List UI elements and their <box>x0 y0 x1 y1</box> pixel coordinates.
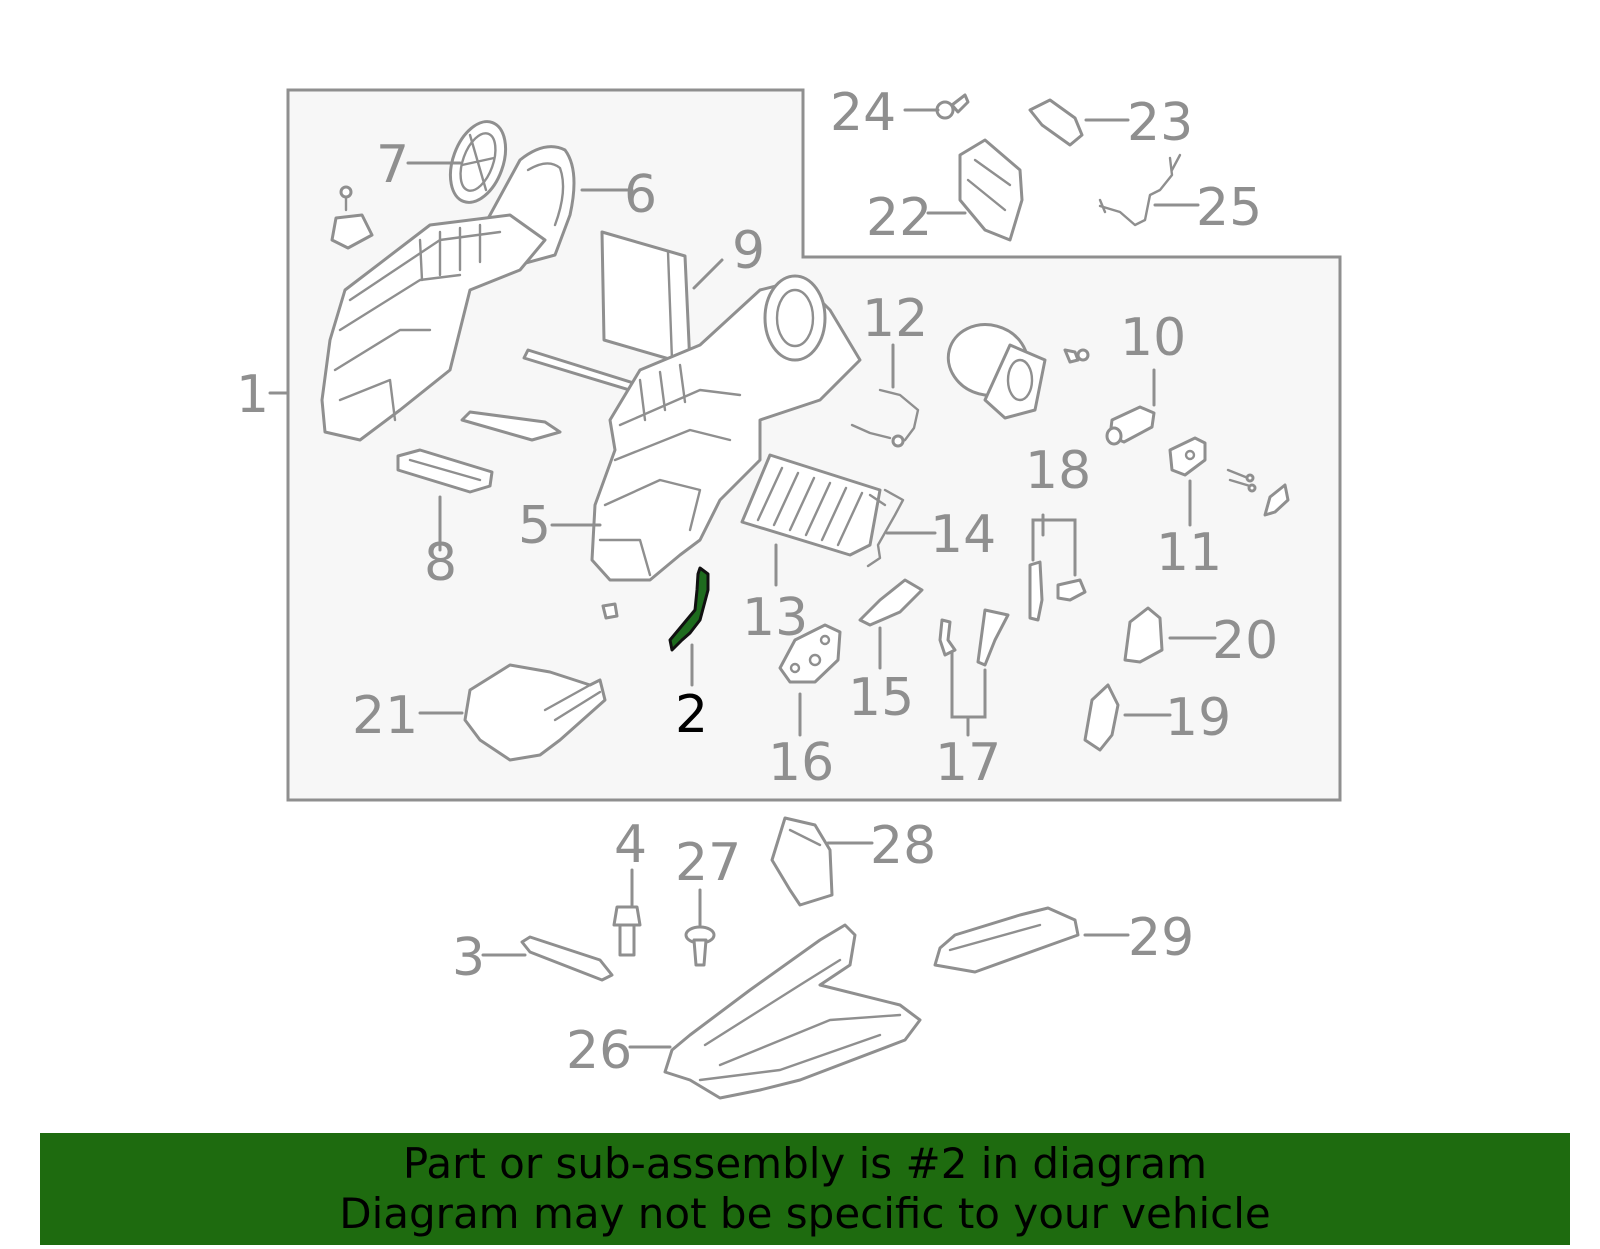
banner-line-2: Diagram may not be specific to your vehi… <box>339 1189 1271 1238</box>
part-25-harness <box>1098 153 1182 227</box>
label-19: 19 <box>1165 688 1231 748</box>
leader-lines <box>406 108 1217 1049</box>
part-12-sensor <box>850 388 920 448</box>
part-16-plate <box>778 623 842 684</box>
part-13-heater-core <box>740 453 882 557</box>
part-15-duct <box>858 578 924 627</box>
small-clip <box>601 602 619 620</box>
label-18: 18 <box>1025 441 1091 501</box>
part-10-module <box>1105 405 1156 446</box>
part-26-duct <box>663 923 922 1100</box>
label-29: 29 <box>1128 908 1194 968</box>
label-9: 9 <box>732 221 765 281</box>
banner-line-1: Part or sub-assembly is #2 in diagram <box>402 1139 1208 1188</box>
label-28: 28 <box>870 816 936 876</box>
part-5-hvac-case <box>590 274 862 582</box>
label-17: 17 <box>935 733 1001 793</box>
part-7-blower-wheel <box>448 120 508 204</box>
part-22-duct <box>958 138 1024 242</box>
label-24: 24 <box>830 83 896 143</box>
small-screw-right <box>1063 348 1090 364</box>
part-23-bracket <box>1028 98 1084 147</box>
assembly-group-outline <box>286 88 1342 802</box>
part-27-pushpin <box>684 925 716 967</box>
small-parts-right <box>1226 468 1290 517</box>
info-banner: Part or sub-assembly is #2 in diagram Di… <box>40 1133 1570 1245</box>
blower-motor <box>946 323 1047 420</box>
part-4-bolt <box>612 905 642 957</box>
label-23: 23 <box>1127 93 1193 153</box>
label-27: 27 <box>675 833 741 893</box>
label-6: 6 <box>624 165 657 225</box>
label-7: 7 <box>376 135 409 195</box>
part-19-cover <box>1083 683 1120 752</box>
label-11: 11 <box>1156 523 1222 583</box>
label-3: 3 <box>452 928 485 988</box>
label-5: 5 <box>518 496 551 556</box>
housing-left <box>320 213 547 442</box>
part-14-pipe <box>866 488 905 568</box>
label-15: 15 <box>848 668 914 728</box>
part-3-seal <box>520 935 614 982</box>
label-21: 21 <box>352 686 418 746</box>
label-26: 26 <box>566 1021 632 1081</box>
small-fastener-left <box>330 185 374 250</box>
label-16: 16 <box>768 733 834 793</box>
label-14: 14 <box>930 505 996 565</box>
label-1: 1 <box>236 365 269 425</box>
part-21-control-module <box>463 663 607 762</box>
part-18-parts <box>1028 560 1087 622</box>
label-2-highlighted: 2 <box>675 685 708 745</box>
part-24-clip <box>935 93 970 120</box>
label-25: 25 <box>1196 178 1262 238</box>
label-20: 20 <box>1212 611 1278 671</box>
label-10: 10 <box>1120 308 1186 368</box>
part-17-parts <box>938 608 1010 667</box>
label-13: 13 <box>742 588 808 648</box>
label-22: 22 <box>866 188 932 248</box>
part-28-duct <box>770 816 834 907</box>
part-8-seal-frame <box>396 448 494 494</box>
part-29-duct <box>933 906 1080 974</box>
label-4: 4 <box>614 815 647 875</box>
part-11-actuator <box>1168 436 1207 477</box>
label-8: 8 <box>424 533 457 593</box>
label-12: 12 <box>862 289 928 349</box>
part-2-highlighted <box>668 566 710 652</box>
part-20-cover <box>1123 606 1164 664</box>
